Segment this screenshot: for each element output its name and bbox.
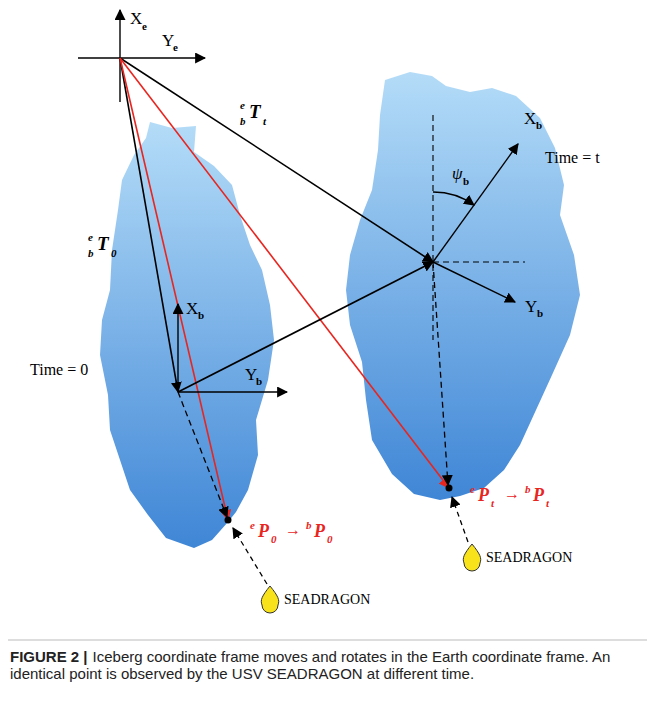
usv-icon xyxy=(261,586,278,613)
sight-line xyxy=(452,497,468,542)
superscript: e xyxy=(240,100,245,111)
axis-label: X xyxy=(186,300,198,317)
observed-point xyxy=(225,517,232,524)
point-symbol: P xyxy=(533,486,544,504)
earth-x-axis xyxy=(119,10,120,102)
iceberg-time-t xyxy=(346,72,580,500)
transform-symbol: T xyxy=(249,102,261,121)
iceberg-time-0 xyxy=(100,122,274,548)
position-vector-t xyxy=(120,58,449,488)
superscript: b xyxy=(306,520,312,531)
caption-rule xyxy=(8,640,647,641)
subscript: b xyxy=(198,310,204,321)
subscript: 0 xyxy=(327,534,333,545)
usv-name: SEADRAGON xyxy=(486,551,572,565)
point-symbol: P xyxy=(258,522,269,540)
arrow-symbol: → xyxy=(504,486,520,502)
subscript: t xyxy=(263,116,266,127)
point-symbol: P xyxy=(478,486,489,504)
subscript: b xyxy=(240,116,246,127)
translation-0 xyxy=(120,58,178,392)
subscript: b xyxy=(537,308,543,319)
axis-label: Y xyxy=(245,366,257,383)
subscript: 0 xyxy=(111,248,117,259)
axis-label: X xyxy=(130,10,142,27)
subscript: t xyxy=(546,498,549,509)
translation-t xyxy=(120,58,433,262)
motion-vector xyxy=(178,262,433,392)
heading-arc xyxy=(433,192,474,205)
axis-label: X xyxy=(524,110,536,127)
subscript: 0 xyxy=(271,534,277,545)
subscript: e xyxy=(173,42,178,53)
time-label: Time = t xyxy=(545,150,600,166)
subscript: b xyxy=(536,120,542,131)
usv-icon xyxy=(463,544,480,571)
superscript: e xyxy=(88,232,93,243)
body-y-axis xyxy=(433,262,515,302)
subscript: t xyxy=(491,498,494,509)
reference-horizontal xyxy=(433,261,525,262)
angle-symbol: ψ xyxy=(452,165,463,182)
caption: Iceberg coordinate frame moves and rotat… xyxy=(10,648,610,682)
body-y-axis xyxy=(178,391,287,392)
superscript: e xyxy=(250,520,255,531)
observed-point xyxy=(446,485,453,492)
subscript: b xyxy=(463,176,469,187)
reference-vertical xyxy=(432,115,433,340)
caption-block: FIGURE 2 |Iceberg coordinate frame moves… xyxy=(10,648,645,682)
body-point-vector xyxy=(433,262,448,485)
body-x-axis xyxy=(177,304,178,392)
body-x-axis xyxy=(433,144,518,262)
axis-label: Y xyxy=(162,32,174,49)
transform-symbol: T xyxy=(97,234,109,253)
earth-y-axis xyxy=(78,57,205,58)
point-symbol: P xyxy=(314,522,325,540)
subscript: b xyxy=(88,248,94,259)
subscript: e xyxy=(142,21,147,32)
superscript: b xyxy=(525,484,531,495)
body-point-vector xyxy=(178,392,227,517)
axis-label: Y xyxy=(525,298,537,315)
figure-number: FIGURE 2 | xyxy=(10,648,88,665)
usv-name: SEADRAGON xyxy=(284,593,370,607)
superscript: e xyxy=(470,484,475,495)
arrow-symbol: → xyxy=(285,522,301,538)
subscript: b xyxy=(256,376,262,387)
time-label: Time = 0 xyxy=(30,362,88,378)
